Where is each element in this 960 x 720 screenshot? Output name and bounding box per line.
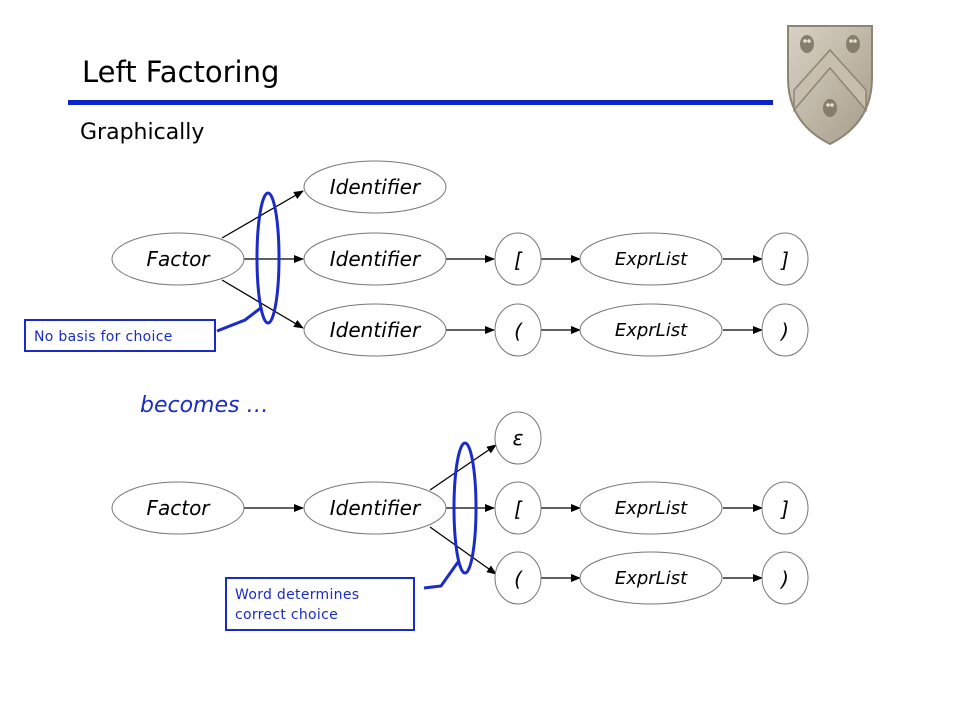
svg-text:Identifier: Identifier bbox=[330, 247, 422, 271]
callout-pointer-bottom bbox=[423, 561, 460, 590]
svg-text:]: ] bbox=[780, 248, 789, 272]
svg-text:): ) bbox=[779, 319, 789, 343]
callout-word-determines: Word determines correct choice bbox=[225, 577, 415, 631]
node-lparen-bottom: ( bbox=[494, 551, 542, 605]
node-rparen-bottom: ) bbox=[761, 551, 809, 605]
svg-text:(: ( bbox=[514, 567, 523, 591]
node-lparen-top: ( bbox=[494, 303, 542, 357]
node-factor-bottom: Factor bbox=[111, 481, 245, 535]
becomes-label: becomes … bbox=[140, 393, 269, 418]
title-underline-rule bbox=[68, 100, 773, 105]
node-lbracket-bottom: [ bbox=[494, 481, 542, 535]
node-factor-top: Factor bbox=[111, 232, 245, 286]
node-rparen-top: ) bbox=[761, 303, 809, 357]
svg-text:): ) bbox=[779, 567, 789, 591]
callout-pointer-top bbox=[216, 305, 263, 333]
svg-text:ExprList: ExprList bbox=[615, 249, 688, 270]
slide-title: Left Factoring bbox=[82, 55, 280, 89]
edge-identifier-lparen-bottom bbox=[429, 526, 497, 575]
node-identifier-top-1: Identifier bbox=[303, 160, 447, 214]
node-identifier-bottom: Identifier bbox=[303, 481, 447, 535]
svg-text:(: ( bbox=[514, 319, 523, 343]
node-exprlist-bottom-2: ExprList bbox=[579, 551, 723, 605]
callout-no-basis: No basis for choice bbox=[24, 319, 216, 352]
svg-text:Factor: Factor bbox=[146, 247, 211, 271]
svg-text:[: [ bbox=[514, 248, 523, 272]
edge-factor-identifier-3 bbox=[221, 279, 304, 329]
svg-text:]: ] bbox=[780, 497, 789, 521]
university-shield-crest-icon bbox=[787, 25, 873, 146]
svg-text:Identifier: Identifier bbox=[330, 318, 422, 342]
svg-text:[: [ bbox=[514, 497, 523, 521]
svg-text:ε: ε bbox=[513, 426, 524, 450]
svg-text:Factor: Factor bbox=[146, 496, 211, 520]
edge-identifier-epsilon bbox=[429, 444, 497, 491]
slide-subtitle: Graphically bbox=[80, 120, 205, 145]
svg-text:Identifier: Identifier bbox=[330, 175, 422, 199]
svg-text:Identifier: Identifier bbox=[330, 496, 422, 520]
node-lbracket-top: [ bbox=[494, 232, 542, 286]
choice-highlight-ellipse-bottom bbox=[452, 441, 478, 575]
node-exprlist-top-1: ExprList bbox=[579, 232, 723, 286]
node-exprlist-bottom-1: ExprList bbox=[579, 481, 723, 535]
node-identifier-top-3: Identifier bbox=[303, 303, 447, 357]
choice-highlight-ellipse-top bbox=[255, 191, 281, 325]
node-rbracket-bottom: ] bbox=[761, 481, 809, 535]
node-identifier-top-2: Identifier bbox=[303, 232, 447, 286]
node-rbracket-top: ] bbox=[761, 232, 809, 286]
callout-word-determines-line2: correct choice bbox=[235, 607, 339, 623]
node-exprlist-top-2: ExprList bbox=[579, 303, 723, 357]
edge-factor-identifier-1 bbox=[221, 190, 304, 239]
svg-text:ExprList: ExprList bbox=[615, 498, 688, 519]
svg-text:ExprList: ExprList bbox=[615, 568, 688, 589]
callout-word-determines-line1: Word determines bbox=[235, 587, 360, 603]
svg-text:ExprList: ExprList bbox=[615, 320, 688, 341]
node-epsilon-bottom: ε bbox=[494, 411, 542, 465]
